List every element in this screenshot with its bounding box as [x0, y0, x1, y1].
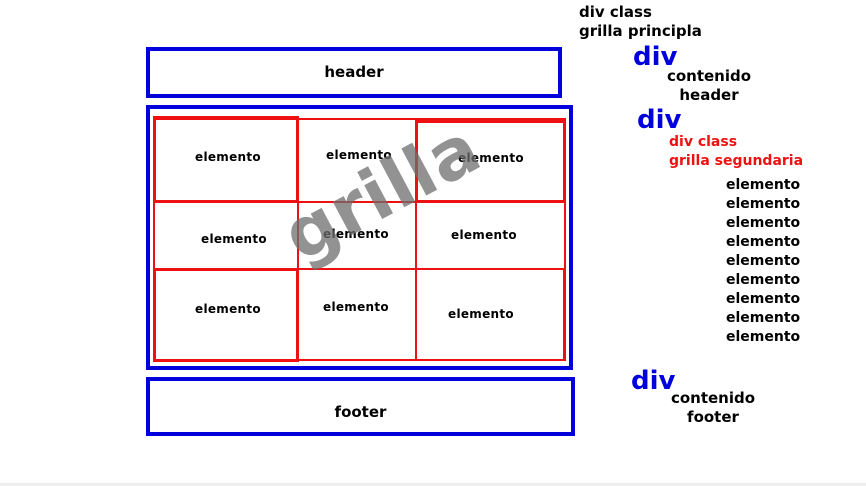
- list-item: elemento: [726, 234, 801, 250]
- bottom-divider: [0, 483, 866, 486]
- header-content-line-2: header: [679, 86, 739, 104]
- secondary-grid-class-line-1: div class: [669, 134, 738, 150]
- list-item: elemento: [726, 196, 801, 212]
- highlight-row-bottom: [153, 268, 565, 361]
- secondary-grid-class-line-2: grilla segundaria: [669, 153, 804, 169]
- highlight-cell-top-left: [153, 116, 299, 203]
- div-label-header: div: [633, 42, 678, 72]
- list-item: elemento: [726, 310, 801, 326]
- div-label-footer: div: [631, 366, 676, 396]
- grid-col-divider-1: [297, 118, 299, 361]
- grid-cell-9: elemento: [448, 307, 514, 321]
- list-item: elemento: [726, 329, 801, 345]
- element-list: elemento elemento elemento elemento elem…: [726, 176, 800, 347]
- grid-cell-3: elemento: [458, 151, 524, 165]
- grid-cell-4: elemento: [201, 232, 267, 246]
- highlight-cell-top-right: [415, 120, 566, 203]
- header-label: header: [324, 63, 384, 81]
- header-content-note: contenido header: [663, 67, 755, 105]
- grid-col-divider-2: [415, 118, 417, 361]
- footer-box: footer: [146, 377, 575, 436]
- secondary-grid-class-note: div class grilla segundaria: [669, 133, 803, 171]
- list-item: elemento: [726, 215, 801, 231]
- header-content-line-1: contenido: [666, 67, 752, 85]
- footer-content-line-2: footer: [687, 408, 739, 426]
- header-box: header: [146, 47, 562, 98]
- main-grid-class-line-1: div class: [579, 3, 652, 21]
- grid-cell-7: elemento: [195, 302, 261, 316]
- list-item: elemento: [726, 272, 801, 288]
- grid-cell-1: elemento: [195, 150, 261, 164]
- grid-cell-8: elemento: [323, 300, 389, 314]
- list-item: elemento: [726, 253, 801, 269]
- footer-content-line-1: contenido: [670, 389, 756, 407]
- main-grid-container: [146, 105, 573, 370]
- div-label-grid: div: [637, 105, 682, 135]
- list-item: elemento: [726, 291, 801, 307]
- main-grid-class-note: div class grilla principla: [579, 3, 702, 41]
- grid-cell-2: elemento: [326, 148, 392, 162]
- grid-row-divider-1: [153, 201, 566, 203]
- grid-cell-5: elemento: [323, 227, 389, 241]
- grid-cell-6: elemento: [451, 228, 517, 242]
- list-item: elemento: [726, 177, 801, 193]
- footer-content-note: contenido footer: [667, 389, 759, 427]
- footer-label: footer: [334, 403, 387, 421]
- main-grid-class-line-2: grilla principla: [579, 22, 702, 40]
